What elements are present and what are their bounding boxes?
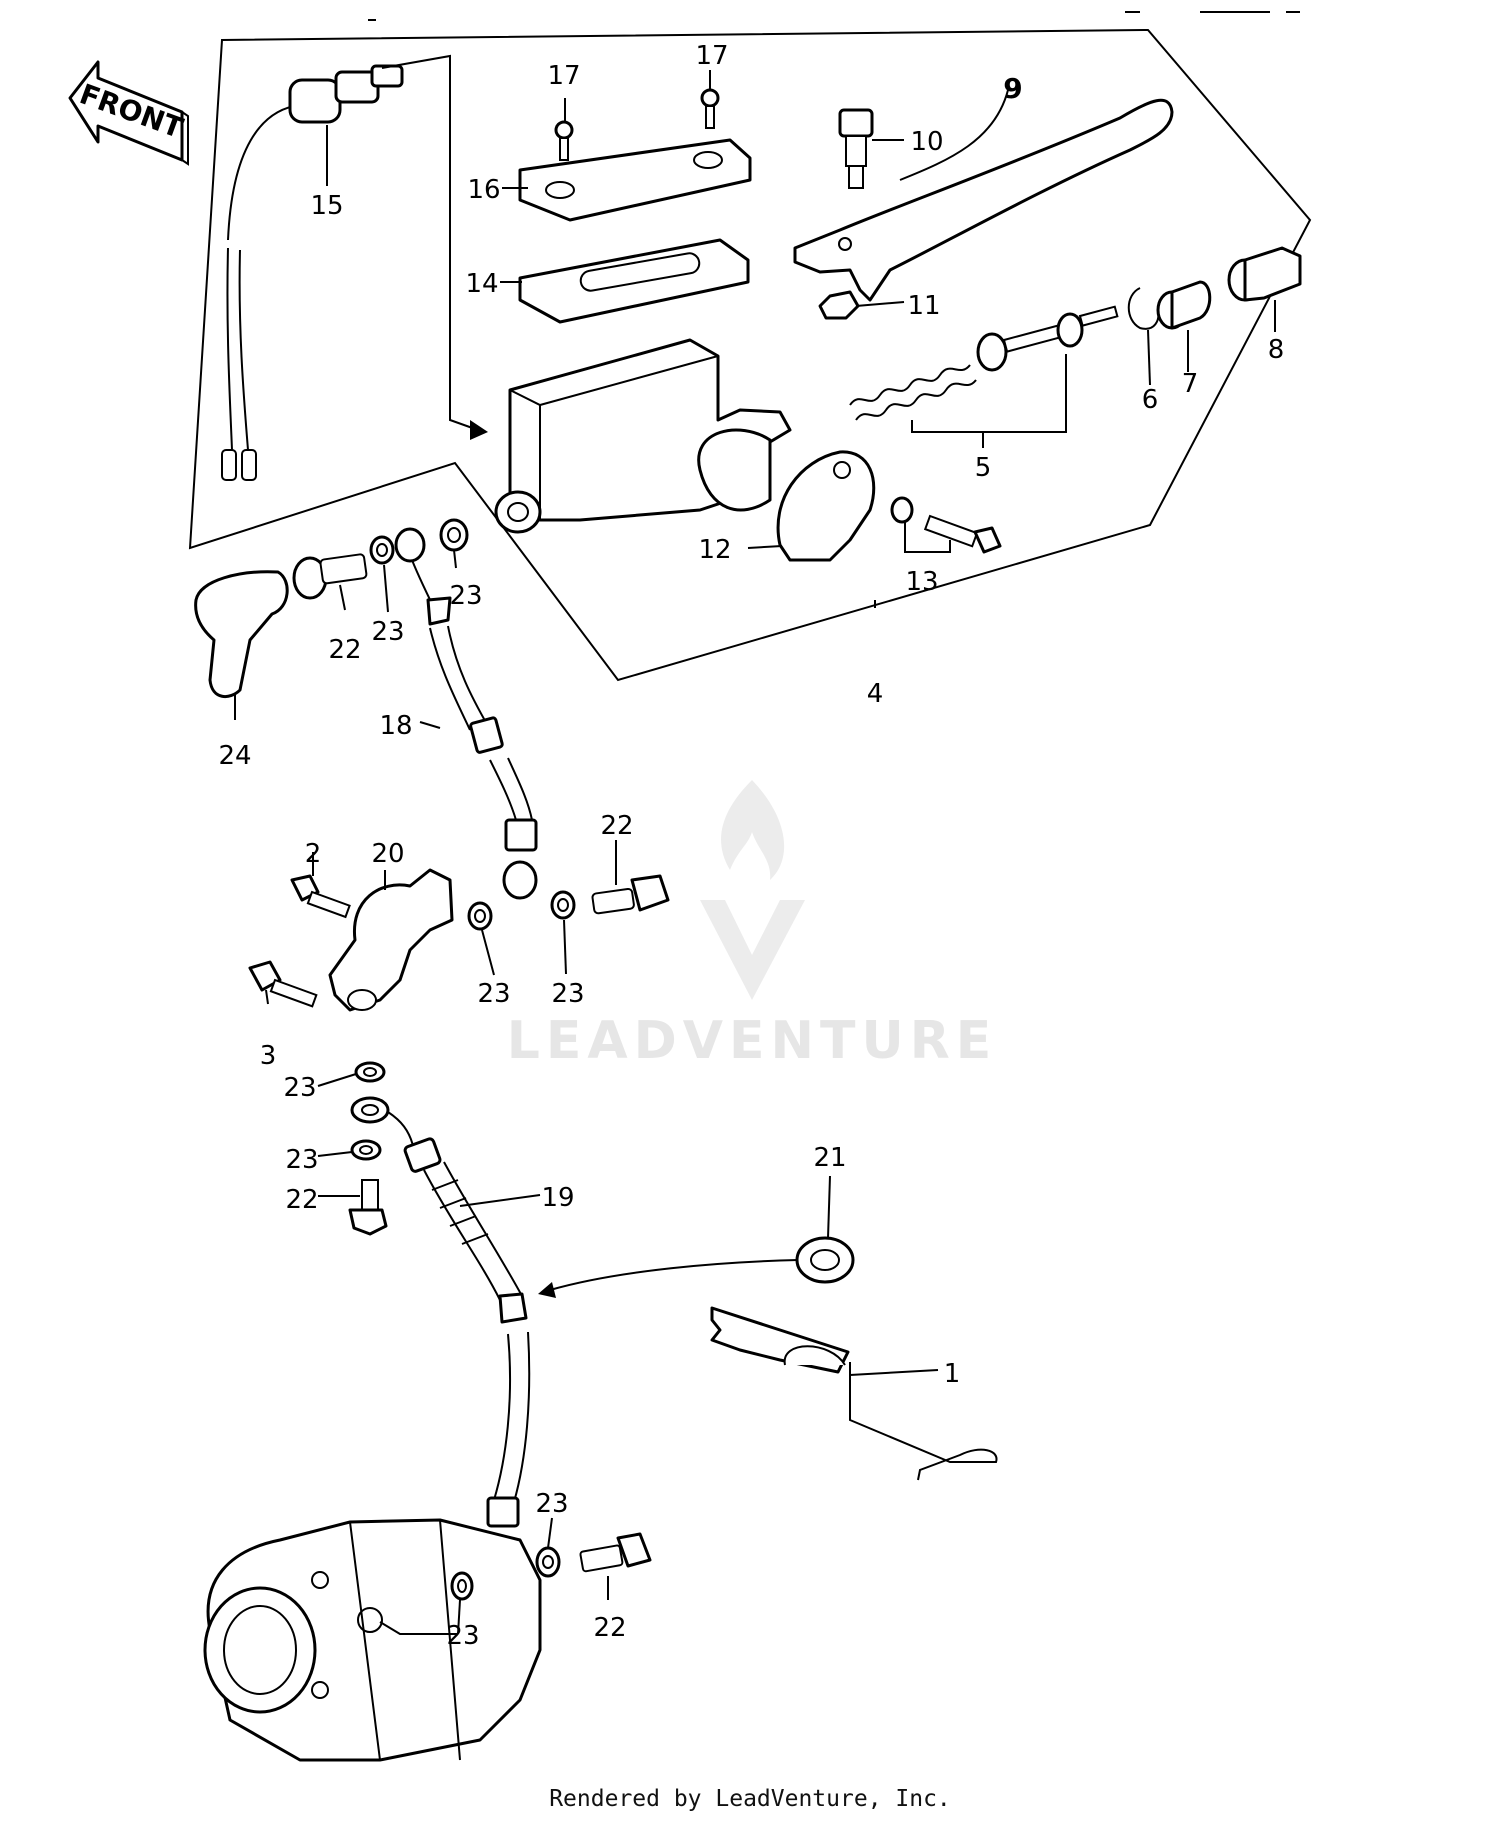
leader-lines (234, 70, 1276, 1635)
assembly-border (188, 28, 1312, 682)
watermark-text: LEADVENTURE (507, 1011, 998, 1071)
callout-22d: 22 (593, 1613, 626, 1643)
flame-v-logo-icon (700, 780, 805, 1000)
callout-16: 16 (467, 175, 500, 205)
part-22-banjo-bolt-middle (591, 874, 670, 915)
part-23-washer-caliper-b (535, 1546, 561, 1578)
callout-15: 15 (310, 191, 343, 221)
callout-24: 24 (218, 741, 251, 771)
part-18-upper-hose (394, 527, 538, 900)
callout-18: 18 (379, 711, 412, 741)
part-23-washer-caliper-a (450, 1571, 474, 1601)
callout-3: 3 (260, 1041, 277, 1071)
part-23-washer-lower-b (350, 1139, 382, 1161)
callout-20: 20 (371, 839, 404, 869)
front-arrow: FRONT (68, 60, 189, 166)
callout-23d: 23 (551, 979, 584, 1009)
part-21-grommet (538, 1236, 855, 1298)
callout-22a: 22 (328, 635, 361, 665)
callout-23g: 23 (535, 1489, 568, 1519)
part-23-washer-upper-b (439, 518, 469, 552)
part-8-rod-end (1227, 246, 1302, 302)
callout-19: 19 (541, 1183, 574, 1213)
callout-8: 8 (1268, 335, 1285, 365)
part-7-boot (1156, 280, 1212, 330)
callout-23h: 23 (446, 1621, 479, 1651)
callout-22b: 22 (600, 811, 633, 841)
callout-5: 5 (975, 453, 992, 483)
callout-1: 1 (944, 1359, 961, 1389)
part-3-bolt (248, 960, 318, 1008)
callout-23b: 23 (449, 581, 482, 611)
part-10-pivot-bolt (838, 108, 874, 189)
callout-14: 14 (465, 269, 498, 299)
footer-credit: Rendered by LeadVenture, Inc. (549, 1786, 951, 1812)
watermark: LEADVENTURE (507, 780, 998, 1071)
callout-12: 12 (698, 535, 731, 565)
callout-23f: 23 (285, 1145, 318, 1175)
callout-11: 11 (907, 291, 940, 321)
part-22-bolt-caliper (579, 1532, 652, 1573)
callout-13: 13 (905, 567, 938, 597)
callout-7: 7 (1182, 369, 1199, 399)
banjo-lower (350, 1096, 390, 1124)
part-23-washer-upper-a (369, 535, 395, 565)
callout-10: 10 (910, 127, 943, 157)
part-5-piston-spring (849, 305, 1119, 433)
part-24-cover (194, 570, 289, 699)
part-1-bracket (710, 1306, 998, 1481)
master-cylinder-body (494, 338, 792, 534)
part-2-bolt (290, 874, 351, 919)
part-6-circlip (1127, 287, 1160, 330)
callout-17b: 17 (695, 41, 728, 71)
part-20-joint (328, 868, 454, 1012)
part-9-lever (793, 98, 1174, 302)
callout-2: 2 (305, 839, 322, 869)
callouts: 15 17 17 16 14 10 9 11 6 7 8 5 12 13 4 2… (218, 41, 1284, 1651)
callout-6: 6 (1142, 385, 1159, 415)
edge-marks (368, 11, 1300, 21)
part-17-screw-a (554, 120, 574, 161)
part-23-washer-middle-a (467, 901, 493, 931)
callout-9: 9 (1003, 72, 1022, 105)
callout-4: 4 (867, 679, 884, 709)
part-22-banjo-bolt-upper (292, 553, 368, 600)
part-16-reservoir-cap (518, 138, 752, 222)
callout-23e: 23 (283, 1073, 316, 1103)
part-23-washer-lower-a (354, 1061, 386, 1083)
part-15-brake-switch (221, 54, 488, 481)
brake-caliper (203, 1518, 542, 1762)
callout-23c: 23 (477, 979, 510, 1009)
callout-23a: 23 (371, 617, 404, 647)
part-12-clamp (776, 450, 876, 562)
part-14-diaphragm (518, 238, 750, 324)
part-23-washer-middle-b (550, 890, 576, 920)
callout-17a: 17 (547, 61, 580, 91)
part-17-screw-b (700, 88, 720, 129)
part-11-nut (818, 290, 860, 320)
part-19-lower-hose (387, 1111, 531, 1590)
callout-21: 21 (813, 1143, 846, 1173)
callout-22c: 22 (285, 1185, 318, 1215)
part-22-bolt-lower (348, 1179, 388, 1236)
part-13-bolt-washer (890, 496, 1002, 554)
